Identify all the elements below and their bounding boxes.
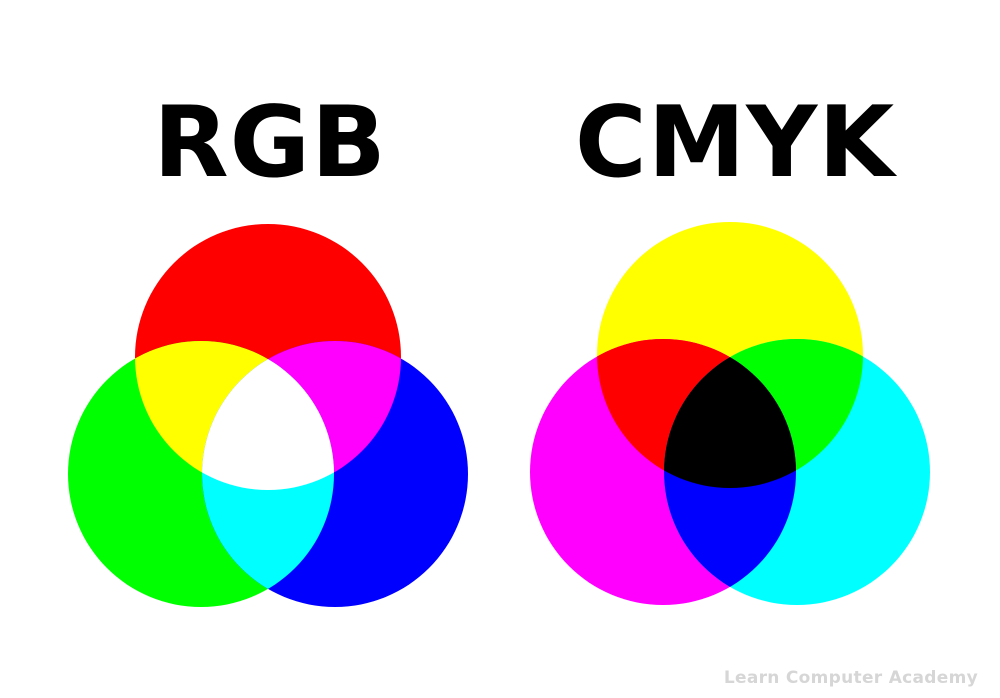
rgb-overlap-center <box>202 341 334 490</box>
cmyk-overlap-center <box>664 339 796 488</box>
watermark-text: Learn Computer Academy <box>723 668 978 688</box>
rgb-title: RGB <box>153 86 387 200</box>
cmyk-title: CMYK <box>574 86 896 200</box>
cmyk-diagram <box>530 222 930 605</box>
rgb-diagram <box>68 224 468 607</box>
